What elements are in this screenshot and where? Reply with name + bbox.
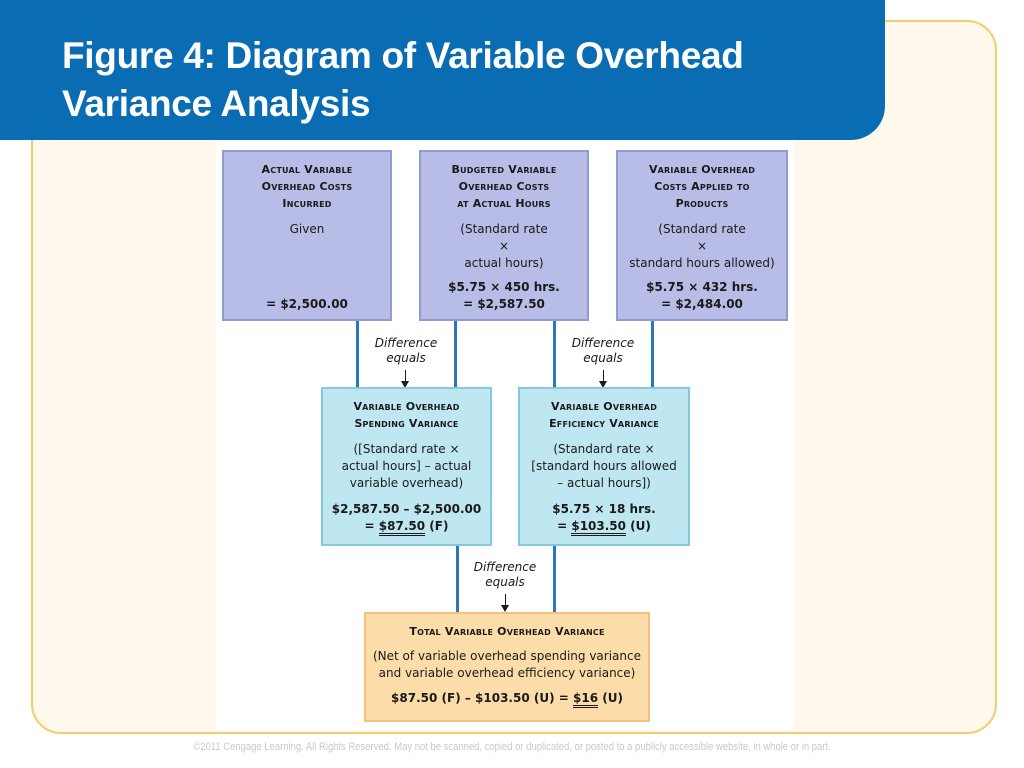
applied-costs-heading-3: Products bbox=[675, 197, 729, 210]
budgeted-costs-heading-3: at Actual Hours bbox=[457, 197, 551, 210]
difference-arrowhead-left bbox=[401, 381, 409, 388]
difference-arrow-bottom bbox=[505, 594, 506, 608]
actual-costs-heading-2: Overhead Costs bbox=[261, 180, 353, 193]
spending-heading-2: Spending Variance bbox=[354, 417, 459, 430]
actual-costs-heading-1: Actual Variable bbox=[261, 163, 353, 176]
spending-formula-1: ([Standard rate × bbox=[353, 442, 460, 456]
total-result: $87.50 (F) – $103.50 (U) = $16 (U) bbox=[366, 690, 648, 708]
title-banner: Figure 4: Diagram of Variable Overhead V… bbox=[0, 0, 885, 140]
applied-formula-1: (Standard rate bbox=[658, 222, 746, 236]
budgeted-calc: $5.75 × 450 hrs. bbox=[448, 280, 560, 294]
difference-arrowhead-bottom bbox=[501, 605, 509, 612]
difference-arrowhead-right bbox=[599, 381, 607, 388]
total-heading: Total Variable Overhead Variance bbox=[409, 625, 605, 638]
difference-label-left: Difference equals bbox=[374, 336, 438, 365]
connector-efficiency-total bbox=[553, 545, 556, 613]
spending-formula-3: variable overhead) bbox=[349, 476, 464, 490]
budgeted-costs-box: Budgeted Variable Overhead Costs at Actu… bbox=[419, 150, 589, 321]
efficiency-heading-1: Variable Overhead bbox=[550, 400, 658, 413]
spending-result: = $87.50 (F) bbox=[323, 518, 490, 536]
connector-budgeted-efficiency bbox=[553, 320, 556, 388]
efficiency-result-value: $103.50 bbox=[571, 519, 626, 536]
connector-budgeted-spending bbox=[454, 320, 457, 388]
spending-formula-2: actual hours] – actual bbox=[341, 459, 472, 473]
budgeted-costs-heading-1: Budgeted Variable bbox=[451, 163, 557, 176]
efficiency-formula-3: – actual hours]) bbox=[557, 476, 651, 490]
applied-costs-heading-2: Costs Applied to bbox=[654, 180, 750, 193]
spending-variance-box: Variable Overhead Spending Variance ([St… bbox=[321, 387, 492, 546]
applied-costs-heading-1: Variable Overhead bbox=[648, 163, 756, 176]
spending-result-value: $87.50 bbox=[378, 519, 426, 536]
total-result-value: $16 bbox=[573, 691, 599, 708]
applied-formula-3: standard hours allowed) bbox=[629, 256, 775, 270]
connector-applied-efficiency bbox=[651, 320, 654, 388]
budgeted-formula-1: (Standard rate bbox=[460, 222, 548, 236]
budgeted-formula-3: actual hours) bbox=[464, 256, 544, 270]
connector-spending-total bbox=[456, 545, 459, 613]
budgeted-formula-2: × bbox=[498, 239, 510, 253]
applied-total: = $2,484.00 bbox=[661, 297, 743, 311]
difference-label-bottom: Difference equals bbox=[473, 560, 537, 589]
total-formula-1: (Net of variable overhead spending varia… bbox=[373, 649, 641, 663]
connector-actual-spending bbox=[356, 320, 359, 388]
efficiency-variance-box: Variable Overhead Efficiency Variance (S… bbox=[518, 387, 690, 546]
total-variance-box: Total Variable Overhead Variance (Net of… bbox=[364, 612, 650, 722]
spending-calc: $2,587.50 – $2,500.00 bbox=[331, 502, 482, 516]
budgeted-costs-heading-2: Overhead Costs bbox=[458, 180, 550, 193]
diagram-panel: Actual Variable Overhead Costs Incurred … bbox=[216, 140, 794, 730]
spending-heading-1: Variable Overhead bbox=[353, 400, 460, 413]
slide-title: Figure 4: Diagram of Variable Overhead V… bbox=[62, 35, 744, 124]
applied-calc: $5.75 × 432 hrs. bbox=[646, 280, 758, 294]
actual-costs-total: = $2,500.00 bbox=[266, 297, 348, 311]
efficiency-result: = $103.50 (U) bbox=[520, 518, 688, 536]
efficiency-calc: $5.75 × 18 hrs. bbox=[552, 502, 656, 516]
actual-costs-heading-3: Incurred bbox=[282, 197, 332, 210]
copyright-footer: ©2011 Cengage Learning. All Rights Reser… bbox=[193, 741, 831, 753]
applied-costs-box: Variable Overhead Costs Applied to Produ… bbox=[616, 150, 788, 321]
budgeted-total: = $2,587.50 bbox=[463, 297, 545, 311]
efficiency-formula-2: [standard hours allowed bbox=[531, 459, 677, 473]
total-formula-2: and variable overhead efficiency varianc… bbox=[378, 666, 636, 680]
actual-costs-box: Actual Variable Overhead Costs Incurred … bbox=[222, 150, 392, 321]
applied-formula-2: × bbox=[696, 239, 708, 253]
difference-label-right: Difference equals bbox=[571, 336, 635, 365]
efficiency-formula-1: (Standard rate × bbox=[553, 442, 655, 456]
difference-arrow-left bbox=[405, 370, 406, 384]
efficiency-heading-2: Efficiency Variance bbox=[549, 417, 659, 430]
actual-costs-basis: Given bbox=[289, 222, 325, 236]
difference-arrow-right bbox=[603, 370, 604, 384]
